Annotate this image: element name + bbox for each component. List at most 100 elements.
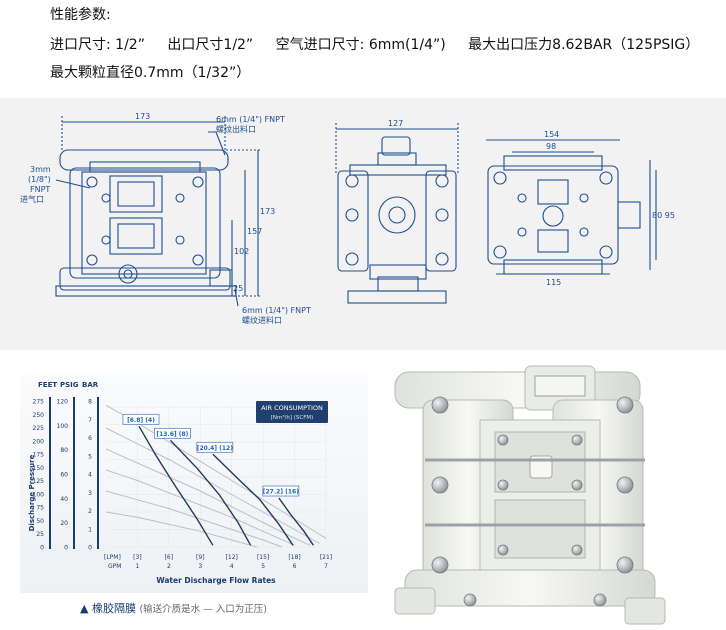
- air-label-text: [13.6] (8): [156, 431, 188, 438]
- dim-top-98: 98: [546, 142, 556, 151]
- x-gpm-tick: 6: [293, 563, 297, 570]
- feet-tick: 50: [36, 518, 44, 525]
- legend-units: [Nm³/h] (SCFM): [271, 414, 314, 421]
- inlet-thread-label: 6mm (1/4") FNPT: [242, 306, 311, 315]
- air-curve-2: [169, 439, 252, 546]
- feet-tick: 225: [33, 425, 45, 432]
- unit-bar: BAR: [82, 381, 99, 389]
- air-label-1: [6.8] (4): [122, 413, 160, 425]
- x-axis-title: Water Discharge Flow Rates: [156, 576, 276, 585]
- bar-tick: 6: [88, 435, 92, 442]
- bar-tick: 4: [88, 472, 92, 479]
- air-label-cn: 进气口: [20, 194, 44, 204]
- x-gpm-tick: 5: [261, 563, 265, 570]
- pressure-curve-3: [105, 448, 311, 546]
- air-label-text: [6.8] (4): [127, 417, 155, 424]
- y-axis-title: Discharge Pressure: [28, 454, 36, 531]
- x-lpm-tick: [9]: [196, 554, 205, 561]
- air-label-box: [196, 441, 234, 453]
- dim-top-115: 115: [546, 278, 561, 287]
- x-lpm-tick: [15]: [257, 554, 269, 561]
- dim-side-127: 127: [388, 119, 403, 128]
- x-gpm-unit: GPM: [108, 563, 121, 570]
- x-gpm-tick: 7: [324, 563, 328, 570]
- air-label-box: [262, 485, 300, 497]
- legend-box: [256, 401, 328, 423]
- pressure-curve-4: [105, 469, 295, 546]
- x-lpm-tick: [21]: [320, 554, 332, 561]
- outlet-label-cn: 螺纹出料口: [216, 124, 256, 134]
- air-consumption-legend: AIR CONSUMPTION [Nm³/h] (SCFM): [256, 401, 328, 423]
- outlet-size: 出口尺寸1/2”: [167, 37, 254, 53]
- inlet-label-cn: 螺纹进料口: [242, 315, 282, 325]
- caption-main: 橡胶隔膜: [91, 602, 136, 615]
- feet-tick: 100: [33, 491, 45, 498]
- x-lpm-tick: [6]: [165, 554, 174, 561]
- air-label-inch: (1/8"): [28, 175, 51, 184]
- air-label-text: [27.2] (16): [263, 489, 299, 496]
- dim-top-right: 80 95: [652, 211, 675, 220]
- dim-height-173: 173: [260, 207, 275, 216]
- dim-height-157: 157: [247, 227, 262, 236]
- caption-sub: (输送介质是水 — 入口为正压): [139, 604, 267, 615]
- pressure-curve-1: [105, 404, 327, 539]
- feet-tick: 275: [33, 399, 45, 406]
- spec-line-2: 进口尺寸: 1/2” 出口尺寸1/2” 空气进口尺寸: 6mm(1/4”) 最大…: [50, 34, 717, 54]
- feet-tick: 0: [40, 545, 44, 552]
- x-lpm-tick: [3]: [133, 554, 142, 561]
- air-label-2: [13.6] (8): [154, 427, 191, 439]
- feet-tick: 75: [36, 505, 44, 512]
- inlet-size: 进口尺寸: 1/2”: [50, 37, 145, 53]
- bar-tick: 8: [88, 399, 92, 406]
- side-view-drawing: 127: [335, 119, 459, 304]
- air-label-4: [27.2] (16): [262, 485, 300, 497]
- air-label-text: [20.4] (12): [197, 445, 233, 452]
- legend-title: AIR CONSUMPTION: [261, 404, 323, 412]
- x-gpm-tick: 4: [230, 563, 234, 570]
- dim-width-173: 173: [135, 112, 150, 121]
- feet-tick: 200: [33, 438, 45, 445]
- psig-tick: 20: [60, 520, 68, 527]
- air-label-box: [154, 427, 191, 439]
- feet-tick: 250: [33, 412, 45, 419]
- pressure-curve-2: [105, 427, 320, 544]
- air-label-box: [122, 413, 160, 425]
- front-view-drawing: 173 173 157 102 25 6mm (1/4") FNPT 螺纹出料口…: [20, 112, 311, 325]
- air-label-3mm: 3mm: [30, 165, 51, 174]
- bar-tick: 2: [88, 508, 92, 515]
- unit-feet: FEET: [38, 381, 57, 389]
- spec-line-3: 最大颗粒直径0.7mm（1/32”）: [50, 65, 251, 81]
- pressure-curve-6: [105, 511, 258, 548]
- air-curve-4: [278, 497, 314, 546]
- pump-photo: [394, 365, 666, 625]
- feet-tick: 25: [36, 531, 44, 538]
- chart-caption: ▲ 橡胶隔膜 (输送介质是水 — 入口为正压): [80, 600, 267, 616]
- bar-tick: 5: [88, 453, 92, 460]
- feet-tick: 125: [33, 478, 45, 485]
- bar-tick: 1: [88, 526, 92, 533]
- psig-tick: 120: [57, 399, 69, 406]
- spec-heading: 性能参数:: [50, 7, 111, 23]
- dim-base-25: 25: [233, 284, 243, 293]
- psig-tick: 60: [60, 472, 68, 479]
- psig-tick: 100: [57, 423, 69, 430]
- feet-tick: 150: [33, 465, 45, 472]
- triangle-icon: ▲: [80, 602, 89, 615]
- outlet-thread-label: 6mm (1/4") FNPT: [216, 115, 285, 124]
- x-lpm-tick: [18]: [288, 554, 300, 561]
- max-outlet-pressure: 最大出口压力8.62BAR（125PSIG）: [468, 37, 700, 53]
- x-gpm-tick: 3: [198, 563, 202, 570]
- bar-tick: 3: [88, 490, 92, 497]
- air-curve-3: [212, 453, 294, 546]
- bar-tick: 7: [88, 417, 92, 424]
- top-view-drawing: 154 98 115 80 95: [486, 130, 675, 287]
- air-label-fnpt: FNPT: [30, 185, 50, 194]
- dim-top-154: 154: [544, 130, 559, 139]
- air-label-3: [20.4] (12): [196, 441, 234, 453]
- air-inlet-size: 空气进口尺寸: 6mm(1/4”): [275, 37, 446, 53]
- unit-psig: PSIG: [60, 381, 79, 389]
- x-gpm-tick: 1: [136, 563, 140, 570]
- dim-height-102: 102: [234, 247, 249, 256]
